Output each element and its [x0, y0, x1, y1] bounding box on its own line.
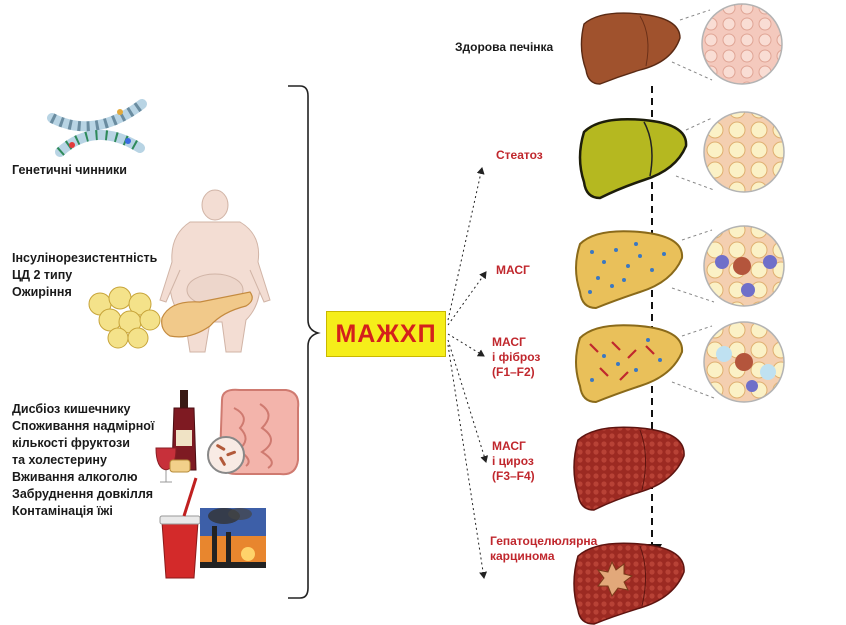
risk-fructose-1: Споживання надмірної [12, 419, 155, 433]
stage-fibrosis-line-2: і фіброз [492, 350, 541, 364]
fibrosis-tissue-magnified [671, 321, 785, 403]
risk-metabolic-group: Інсулінорезистентність ЦД 2 типу Ожирінн… [12, 250, 157, 301]
stage-fibrosis-line-1: МАСГ [492, 335, 526, 349]
progression-arrows [447, 167, 489, 579]
healthy-liver-icon [580, 12, 681, 85]
stage-cirrhosis-line-3: (F3–F4) [492, 469, 535, 483]
risk-pollution: Забруднення довкілля [12, 487, 154, 501]
risk-environment-group: Дисбіоз кишечнику Споживання надмірної к… [12, 401, 154, 520]
stage-hcc-line-2: карцинома [490, 549, 555, 563]
risk-diabetes: ЦД 2 типу [12, 268, 73, 282]
risk-dysbiosis: Дисбіоз кишечнику [12, 402, 131, 416]
stage-masg-label: МАСГ [496, 263, 530, 277]
steatosis-tissue-magnified [675, 111, 785, 193]
healthy-tissue-magnified [671, 3, 783, 85]
wine-icon [155, 390, 197, 483]
risk-fructose-3: та холестерину [12, 453, 107, 467]
masg-liver-icon [575, 230, 684, 310]
steatosis-liver-icon [578, 117, 688, 200]
stage-steatosis-label: Стеатоз [496, 148, 543, 162]
stage-hcc-label: Гепатоцелюлярна карцинома [490, 534, 597, 564]
hcc-liver-icon [573, 542, 685, 625]
grouping-bracket [288, 85, 321, 599]
stage-cirrhosis-line-1: МАСГ [492, 439, 526, 453]
stage-cirrhosis-label: МАСГ і цироз (F3–F4) [492, 439, 535, 484]
risk-genetic: Генетичні чинники [12, 163, 127, 177]
stage-fibrosis-line-3: (F1–F2) [492, 365, 535, 379]
chromosome-icon [47, 99, 147, 157]
gut-bacteria-icon [207, 436, 245, 474]
stage-fibrosis-label: МАСГ і фіброз (F1–F2) [492, 335, 540, 380]
fat-cells-icon [88, 286, 161, 349]
stage-cirrhosis-line-2: і цироз [492, 454, 534, 468]
center-disease-box: МАЖХП [326, 311, 446, 357]
soda-cup-icon [159, 477, 201, 579]
risk-fructose-2: кількості фруктози [12, 436, 130, 450]
stage-healthy-label: Здорова печінка [455, 40, 554, 54]
risk-alcohol: Вживання алкоголю [12, 470, 138, 484]
tumor-icon [596, 560, 634, 598]
pollution-icon [200, 508, 266, 568]
risk-obesity: Ожиріння [12, 285, 72, 299]
fibrosis-liver-icon [575, 324, 684, 404]
stage-hcc-line-1: Гепатоцелюлярна [490, 534, 598, 548]
masg-tissue-magnified [671, 225, 785, 307]
center-disease-label: МАЖХП [335, 319, 437, 348]
pancreas-icon [161, 291, 253, 338]
cirrhosis-liver-icon [573, 426, 685, 511]
risk-insulin-resistance: Інсулінорезистентність [12, 251, 158, 265]
risk-food-contamination: Контамінація їжі [12, 504, 113, 518]
